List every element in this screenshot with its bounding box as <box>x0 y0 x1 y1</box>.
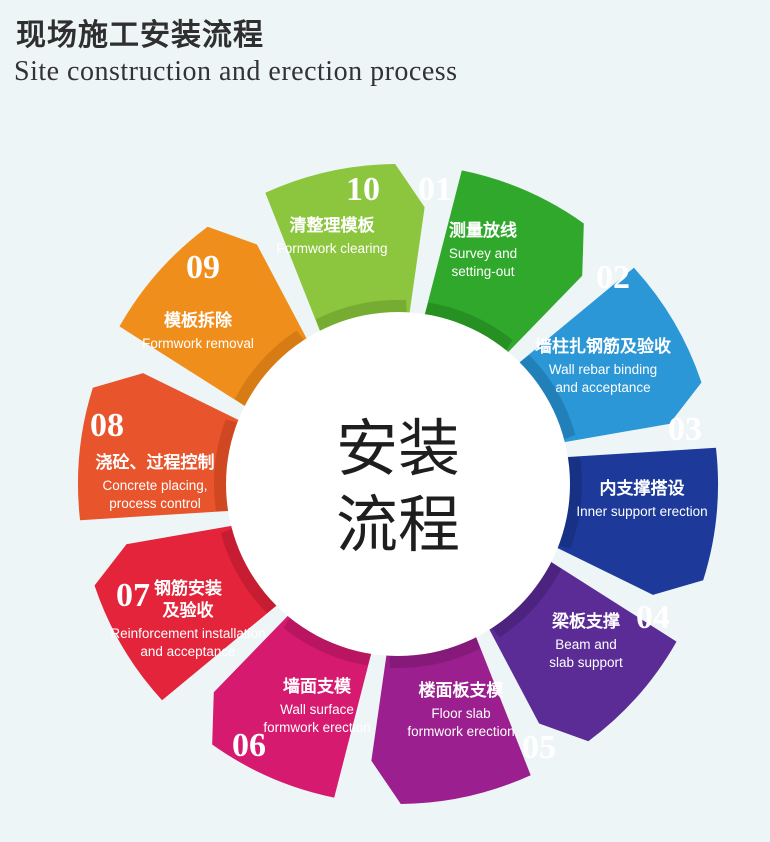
step-en-label-04-0: Beam and <box>555 637 617 652</box>
step-zh-label-10-0: 清整理模板 <box>290 215 376 236</box>
step-number-03: 03 <box>668 411 702 448</box>
step-number-10: 10 <box>346 171 380 208</box>
page-title: 现场施工安装流程 <box>16 18 264 53</box>
step-zh-label-07-1: 及验收 <box>163 600 214 621</box>
step-number-09: 09 <box>186 249 220 286</box>
step-en-label-05-1: formwork erection <box>407 724 514 739</box>
step-zh-label-01-0: 测量放线 <box>449 220 517 241</box>
step-en-label-07-0: Reinforcement installation <box>110 626 265 641</box>
step-zh-label-09-0: 模板拆除 <box>164 310 233 331</box>
center-hub <box>226 312 570 656</box>
wheel-segment-10 <box>265 164 425 344</box>
step-en-label-07-1: and acceptance <box>140 644 235 659</box>
wheel-segment-05 <box>371 624 531 804</box>
center-label-line2: 流程 <box>336 488 460 561</box>
wheel-segment-03 <box>545 447 718 595</box>
center-label-line1: 安装 <box>336 412 460 485</box>
step-en-label-10-0: Formwork clearing <box>276 241 387 256</box>
step-en-label-09-0: Formwork removal <box>142 336 254 351</box>
step-number-08: 08 <box>90 407 124 444</box>
step-en-label-02-1: and acceptance <box>555 380 650 395</box>
step-en-label-06-1: formwork erection <box>263 720 370 735</box>
step-number-06: 06 <box>232 727 266 764</box>
step-en-label-08-0: Concrete placing, <box>102 478 207 493</box>
wheel-segments <box>77 164 718 804</box>
step-en-label-06-0: Wall surface <box>280 702 354 717</box>
step-number-05: 05 <box>522 729 556 766</box>
step-zh-label-08-0: 浇砼、过程控制 <box>96 452 215 473</box>
wheel-segment-08 <box>77 373 251 521</box>
step-en-label-01-0: Survey and <box>449 246 517 261</box>
step-zh-label-03-0: 内支撑搭设 <box>600 478 685 499</box>
step-labels: 01 测量放线 Survey and setting-out 02 墙柱扎钢筋及验收 Wal… <box>90 171 708 766</box>
page-subtitle: Site construction and erection process <box>14 56 458 87</box>
step-number-07: 07 <box>116 577 150 614</box>
step-zh-label-02-0: 墙柱扎钢筋及验收 <box>535 336 671 357</box>
step-zh-label-05-0: 楼面板支模 <box>419 680 505 701</box>
step-number-04: 04 <box>636 599 670 636</box>
step-en-label-04-1: slab support <box>549 655 623 670</box>
step-number-01: 01 <box>418 171 452 208</box>
step-en-label-02-0: Wall rebar binding <box>549 362 657 377</box>
step-en-label-05-0: Floor slab <box>431 706 490 721</box>
step-en-label-01-1: setting-out <box>451 264 514 279</box>
step-number-02: 02 <box>596 259 630 296</box>
step-zh-label-07-0: 钢筋安装 <box>154 578 222 599</box>
step-zh-label-06-0: 墙面支模 <box>283 676 352 697</box>
step-en-label-03-0: Inner support erection <box>576 504 707 519</box>
step-zh-label-04-0: 梁板支撑 <box>551 611 620 632</box>
step-en-label-08-1: process control <box>109 496 201 511</box>
